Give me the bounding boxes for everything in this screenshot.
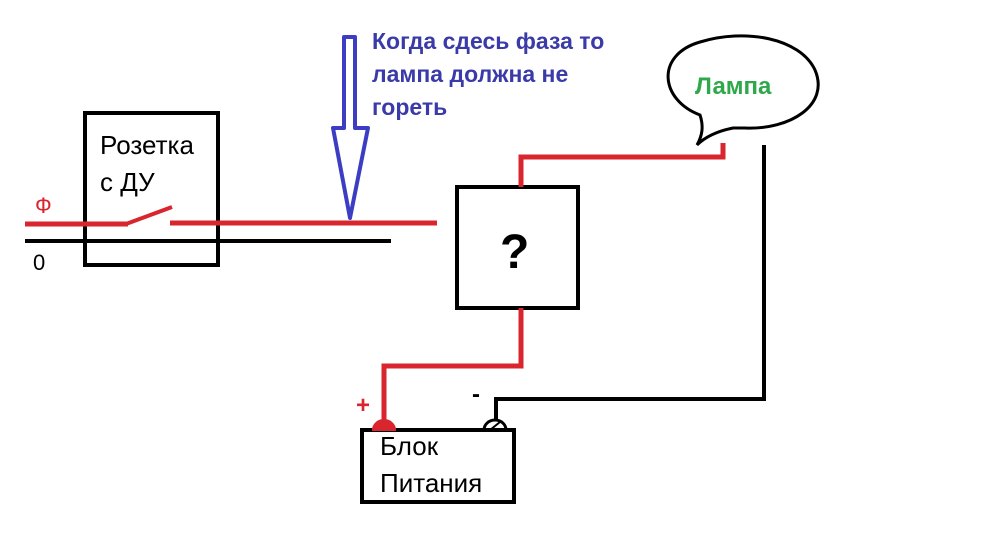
psu-label-line2: Питания: [380, 468, 482, 498]
phase-wire: [25, 205, 437, 227]
psu-label-line1: Блок: [380, 431, 439, 461]
down-arrow: [331, 35, 370, 220]
psu-plus-wire: [381, 308, 524, 420]
phase-label: Ф: [35, 193, 52, 218]
socket-box: [83, 111, 220, 267]
note-line3: гореть: [372, 94, 447, 120]
socket-label-line1: Розетка: [100, 130, 194, 160]
socket-label-line2: с ДУ: [100, 167, 155, 197]
zero-label: 0: [33, 250, 45, 275]
note-line2: лампа должна не: [372, 61, 568, 87]
note-line1: Когда сдесь фаза то: [372, 28, 604, 54]
psu-plus-terminal: [371, 419, 397, 431]
plus-label: +: [356, 392, 370, 419]
psu-box: [360, 428, 516, 504]
minus-label: -: [472, 381, 480, 408]
lamp-phase-wire: [518, 143, 726, 187]
psu-minus-terminal: [482, 418, 508, 431]
unknown-device-box: [455, 185, 580, 310]
unknown-label: ?: [500, 226, 529, 279]
lamp-bubble: [666, 34, 820, 147]
lamp-label: Лампа: [695, 73, 772, 100]
psu-minus-wire: [494, 145, 766, 420]
